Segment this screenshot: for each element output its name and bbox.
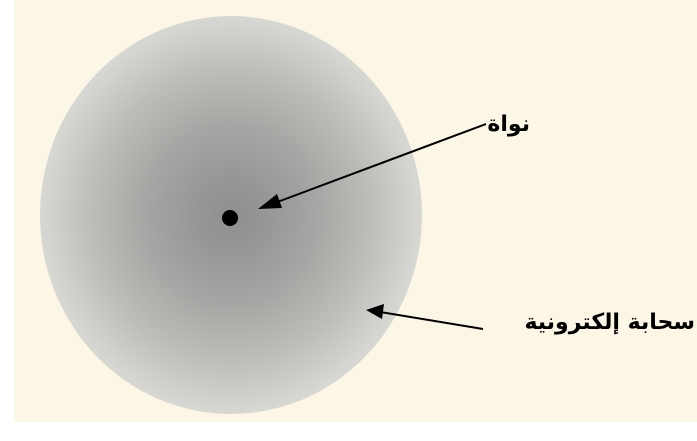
nucleus-label: نواة [487,112,530,137]
nucleus-arrow [258,123,487,209]
electron-cloud-arrow [366,304,484,330]
electron-cloud-label: سحابة إلكترونية [524,310,695,335]
nucleus-dot [222,210,238,226]
